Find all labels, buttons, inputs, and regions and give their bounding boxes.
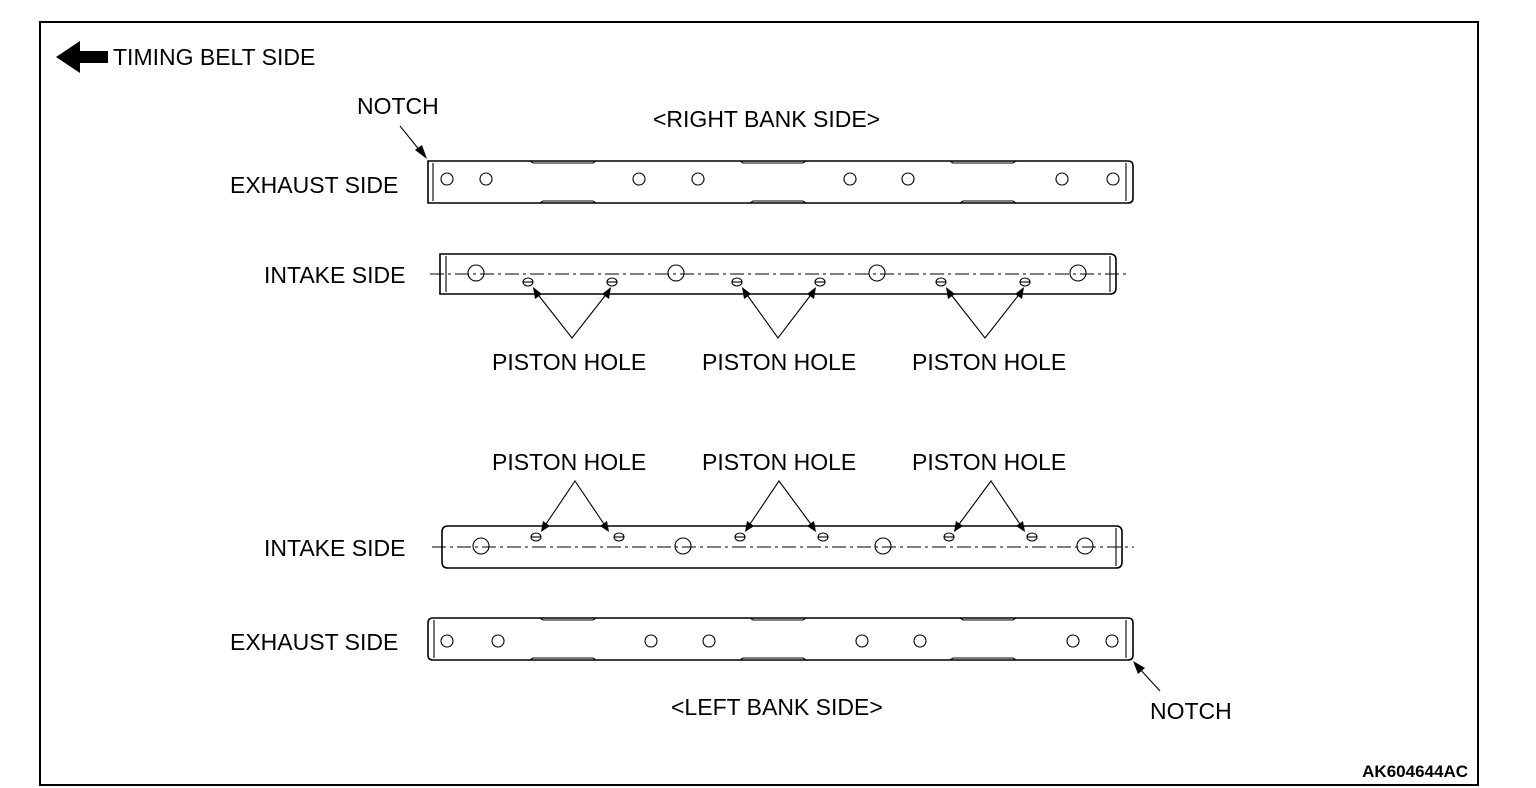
oil-hole (1066, 634, 1080, 648)
exhaust-holes-bottom (440, 634, 1119, 648)
piston-hole-leaders-top (533, 287, 1024, 339)
exhaust-holes-top (440, 172, 1120, 186)
shaft-bolt-hole (674, 537, 692, 555)
exhaust-side-label-bottom: EXHAUST SIDE (230, 629, 398, 655)
oil-hole (901, 172, 915, 186)
oil-hole (491, 634, 505, 648)
shaft-bolt-hole (1076, 537, 1094, 555)
outer-border (39, 21, 1479, 786)
oil-hole (644, 634, 658, 648)
oil-hole (913, 634, 927, 648)
arrow-left-icon (56, 41, 108, 73)
shaft-bolt-hole (1069, 264, 1087, 282)
shaft-bolt-hole (467, 264, 485, 282)
notch-label-bottom: NOTCH (1150, 698, 1232, 724)
piston-holes-bottom (530, 532, 1038, 542)
shaft-bolt-hole (874, 537, 892, 555)
oil-hole (1106, 172, 1120, 186)
intake-side-label-top: INTAKE SIDE (264, 262, 405, 288)
oil-hole (1055, 172, 1069, 186)
oil-hole (691, 172, 705, 186)
notch-label-top: NOTCH (357, 93, 439, 119)
notch-leader-bottom (1133, 661, 1161, 692)
oil-hole (843, 172, 857, 186)
shaft-bolt-hole (472, 537, 490, 555)
piston-hole-label: PISTON HOLE (702, 449, 856, 475)
timing-belt-side-label: TIMING BELT SIDE (113, 44, 315, 70)
figure-code: AK604644AC (1362, 762, 1468, 781)
piston-hole-label: PISTON HOLE (492, 449, 646, 475)
intake-shaft-bottom (432, 525, 1134, 569)
piston-hole-label: PISTON HOLE (492, 349, 646, 375)
oil-hole (702, 634, 716, 648)
piston-hole-label: PISTON HOLE (702, 349, 856, 375)
intake-holes-bottom (472, 537, 1094, 555)
notch-leader-top (399, 125, 427, 159)
intake-shaft-top (430, 253, 1130, 295)
oil-hole (440, 172, 454, 186)
oil-hole (632, 172, 646, 186)
exhaust-side-label-top: EXHAUST SIDE (230, 172, 398, 198)
intake-holes-top (467, 264, 1087, 282)
piston-hole-label: PISTON HOLE (912, 349, 1066, 375)
oil-hole (1105, 634, 1119, 648)
oil-hole (479, 172, 493, 186)
piston-holes-top (522, 277, 1031, 287)
shaft-bolt-hole (667, 264, 685, 282)
right-bank-side-label: <RIGHT BANK SIDE> (653, 106, 880, 132)
shaft-bolt-hole (868, 264, 886, 282)
exhaust-shaft-top (427, 160, 1134, 204)
left-bank-side-label: <LEFT BANK SIDE> (671, 694, 883, 720)
oil-hole (855, 634, 869, 648)
piston-hole-label: PISTON HOLE (912, 449, 1066, 475)
oil-hole (440, 634, 454, 648)
piston-hole-leaders-bottom (541, 480, 1025, 532)
exhaust-shaft-bottom (427, 617, 1134, 661)
intake-side-label-bottom: INTAKE SIDE (264, 535, 405, 561)
